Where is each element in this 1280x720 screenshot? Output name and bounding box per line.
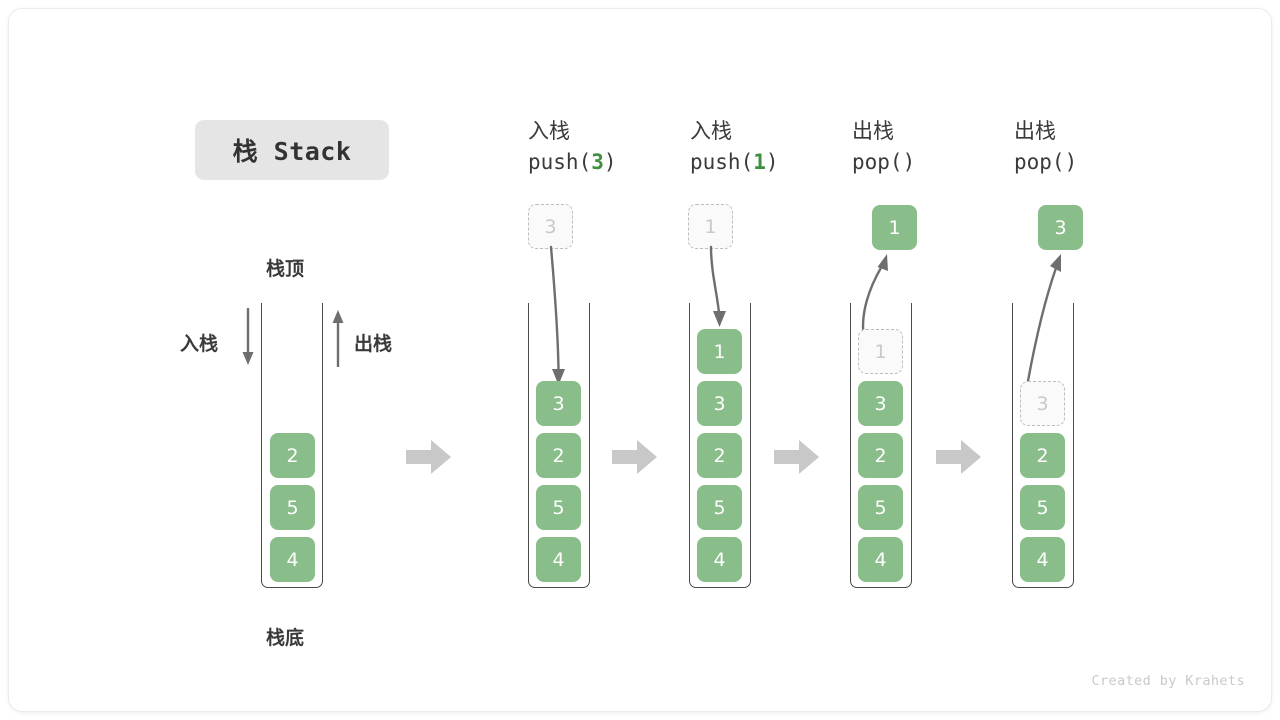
cell-value: 4 (874, 548, 887, 571)
pop-3-motion-arrow-icon (1004, 252, 1074, 397)
step-header-cn: 入栈 (690, 119, 732, 143)
diagram-title-chip: 栈 Stack (195, 120, 389, 180)
stack-cell-push3-2: 5 (536, 485, 581, 530)
flow-arrow-icon-4 (936, 437, 982, 477)
step-header-code: pop() (852, 146, 1022, 178)
cell-value: 5 (552, 496, 565, 519)
stack-cell-pop1-1: 3 (858, 381, 903, 426)
cell-value: 4 (713, 548, 726, 571)
cell-value: 4 (1036, 548, 1049, 571)
stack-cell-push1-3: 5 (697, 485, 742, 530)
code-arg: 3 (591, 150, 604, 174)
cell-value: 3 (544, 215, 557, 238)
push-label: 入栈 (180, 333, 219, 355)
cell-value: 3 (1054, 216, 1067, 239)
stack-bottom-label: 栈底 (266, 627, 305, 649)
flow-arrow-icon-3 (774, 437, 820, 477)
step-header-code: pop() (1014, 146, 1184, 178)
step-header-code: push(1) (690, 146, 860, 178)
code-suffix: ) (1064, 150, 1078, 174)
code-prefix: push( (528, 150, 592, 174)
step-header-cn: 入栈 (528, 119, 570, 143)
step-header-pop-3: 出栈 pop() (1014, 116, 1184, 178)
step-header-code: push(3) (528, 146, 698, 178)
cell-value: 5 (286, 496, 299, 519)
cell-value: 5 (874, 496, 887, 519)
floating-cell-push-3: 3 (528, 204, 573, 249)
stack-cell-push1-0: 1 (697, 329, 742, 374)
code-prefix: pop( (1014, 150, 1065, 174)
cell-value: 5 (713, 496, 726, 519)
stack-cell-push3-0: 3 (536, 381, 581, 426)
code-suffix: ) (765, 150, 779, 174)
cell-value: 2 (286, 444, 299, 467)
cell-value: 2 (874, 444, 887, 467)
stack-container-pop-3 (1012, 303, 1074, 588)
code-arg: 1 (753, 150, 766, 174)
stack-cell-pop3-3: 4 (1020, 537, 1065, 582)
floating-cell-push-1: 1 (688, 204, 733, 249)
cell-value: 1 (888, 216, 901, 239)
cell-value: 1 (713, 340, 726, 363)
stack-cell-push1-2: 2 (697, 433, 742, 478)
step-header-cn: 出栈 (1014, 119, 1056, 143)
cell-value: 3 (552, 392, 565, 415)
cell-value: 1 (874, 340, 887, 363)
cell-value: 2 (1036, 444, 1049, 467)
code-prefix: push( (690, 150, 754, 174)
stack-cell-pop1-3: 5 (858, 485, 903, 530)
stack-cell-push3-3: 4 (536, 537, 581, 582)
stack-cell-pop3-1: 2 (1020, 433, 1065, 478)
cell-value: 1 (704, 215, 717, 238)
pop-label: 出栈 (354, 333, 393, 355)
stack-cell-push3-1: 2 (536, 433, 581, 478)
diagram-card: 栈 Stack 栈顶 栈底 入栈 出栈 2 5 4 (8, 8, 1272, 712)
stack-container-pop-1 (850, 303, 912, 588)
step-header-push-1: 入栈 push(1) (690, 116, 860, 178)
code-suffix: ) (902, 150, 916, 174)
cell-value: 2 (552, 444, 565, 467)
cell-value: 4 (552, 548, 565, 571)
cell-value: 4 (286, 548, 299, 571)
step-header-cn: 出栈 (852, 119, 894, 143)
stack-cell-pop1-4: 4 (858, 537, 903, 582)
stack-cell-push1-4: 4 (697, 537, 742, 582)
code-prefix: pop( (852, 150, 903, 174)
floating-cell-pop-1: 1 (872, 205, 917, 250)
push-1-motion-arrow-icon (689, 245, 749, 345)
pop-direction-arrow-icon (327, 307, 349, 369)
flow-arrow-icon-2 (612, 437, 658, 477)
stack-container-push-1 (689, 303, 751, 588)
page-title: 栈 Stack (232, 137, 352, 166)
push-direction-arrow-icon (237, 307, 259, 369)
stack-cell-pop1-2: 2 (858, 433, 903, 478)
step-header-pop-1: 出栈 pop() (852, 116, 1022, 178)
cell-value: 3 (713, 392, 726, 415)
stack-container-push-3 (528, 303, 590, 588)
stack-cell-pop1-0: 1 (858, 329, 903, 374)
stack-cell-pop3-0: 3 (1020, 381, 1065, 426)
push-3-motion-arrow-icon (529, 245, 589, 395)
floating-cell-pop-3: 3 (1038, 205, 1083, 250)
stack-cell-pop3-2: 5 (1020, 485, 1065, 530)
stack-cell-push1-1: 3 (697, 381, 742, 426)
credit-text: Created by Krahets (1091, 673, 1245, 689)
cell-value: 5 (1036, 496, 1049, 519)
flow-arrow-icon-1 (406, 437, 452, 477)
cell-value: 3 (874, 392, 887, 415)
code-suffix: ) (603, 150, 617, 174)
cell-value: 3 (1036, 392, 1049, 415)
base-stack-cell-2: 4 (270, 537, 315, 582)
step-header-push-3: 入栈 push(3) (528, 116, 698, 178)
base-stack-cell-0: 2 (270, 433, 315, 478)
base-stack-container (261, 303, 323, 588)
stack-top-label: 栈顶 (266, 258, 305, 280)
base-stack-cell-1: 5 (270, 485, 315, 530)
cell-value: 2 (713, 444, 726, 467)
